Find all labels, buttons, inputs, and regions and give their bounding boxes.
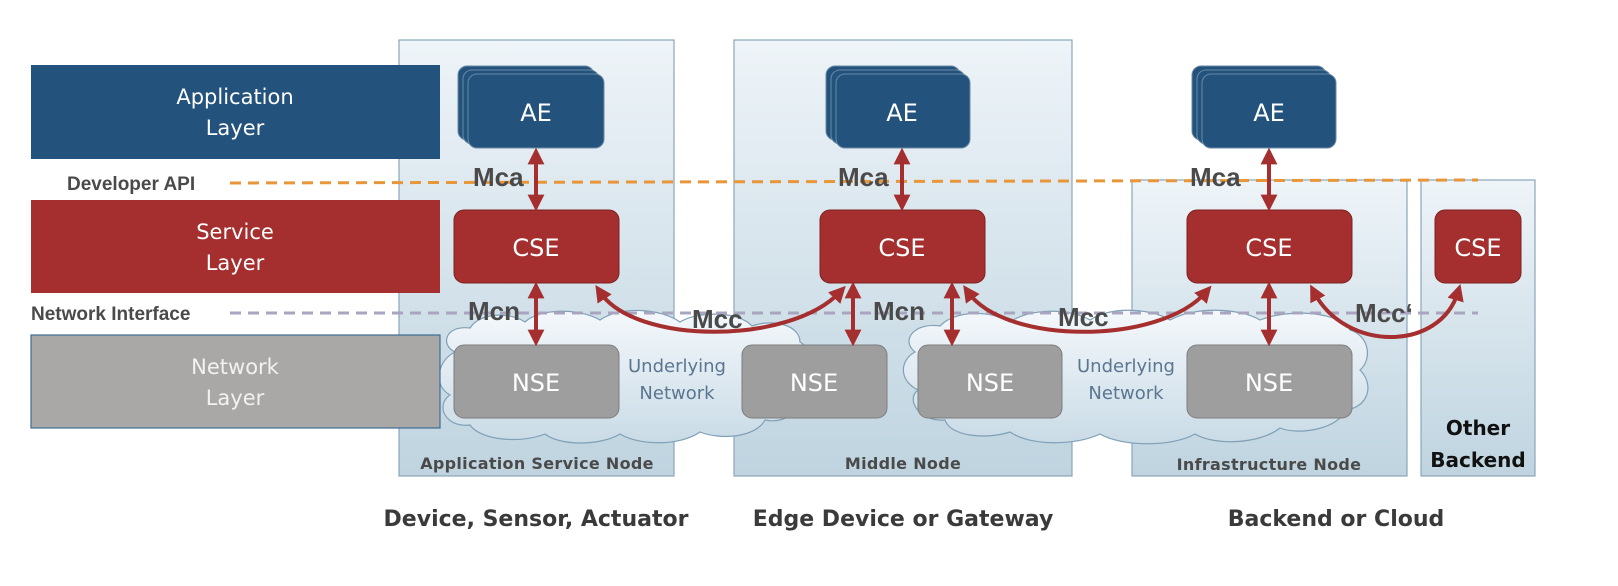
asn-mcn-label: Mcn [468, 296, 520, 326]
asn-mca-label: Mca [473, 162, 524, 192]
underlying-network-left-line2: Network [639, 383, 715, 404]
mcc-right-label: Mcc [1058, 302, 1109, 332]
asn-nse-box: NSE [453, 344, 620, 419]
developer-api-label: Developer API [67, 174, 195, 195]
developer-api-line [229, 178, 1479, 185]
backend-cloud-label: Backend or Cloud [1228, 507, 1445, 532]
asn-ae-label: AE [520, 99, 552, 127]
application-layer-box [31, 65, 440, 159]
middle-mca-label: Mca [838, 162, 889, 192]
other-cse-box: CSE [1434, 209, 1522, 284]
infra-nse-label: NSE [1245, 369, 1293, 397]
middle-nse-right-label: NSE [966, 369, 1014, 397]
infrastructure-node-label: Infrastructure Node [1177, 455, 1362, 474]
network-interface-label: Network Interface [31, 304, 190, 325]
device-sensor-actuator-label: Device, Sensor, Actuator [384, 507, 689, 532]
infra-mca-label: Mca [1190, 162, 1241, 192]
mcc-prime-arrow-infra-to-other [1310, 283, 1464, 339]
underlying-network-right-line2: Network [1088, 383, 1164, 404]
middle-node-label: Middle Node [845, 454, 961, 473]
asn-cse-box: CSE [453, 209, 620, 284]
asn-nse-label: NSE [512, 369, 560, 397]
infra-nse-box: NSE [1186, 344, 1353, 419]
infra-cse-label: CSE [1245, 234, 1292, 262]
network-layer-line1: Network [191, 355, 280, 379]
middle-cse-box: CSE [819, 209, 986, 284]
service-layer-line1: Service [196, 220, 274, 244]
network-layer-box [30, 334, 441, 429]
middle-nse-left-box: NSE [741, 344, 888, 419]
underlying-network-right-line1: Underlying [1077, 356, 1175, 377]
application-layer-line2: Layer [206, 116, 265, 140]
middle-nse-left-label: NSE [790, 369, 838, 397]
mcc-prime-label: Mcc‘ [1355, 298, 1413, 328]
middle-cse-label: CSE [878, 234, 925, 262]
mcc-arrow-middle-to-infra [963, 285, 1212, 334]
underlying-network-left-line1: Underlying [628, 356, 726, 377]
mcc-arrow-asn-to-middle [595, 284, 846, 334]
network-layer-line2: Layer [206, 386, 265, 410]
mcc-left-label: Mcc [692, 304, 743, 334]
infra-ae-stack: AE [1191, 65, 1337, 149]
other-backend-label-line2: Backend [1430, 448, 1525, 472]
infra-cse-box: CSE [1186, 209, 1353, 284]
service-layer-line2: Layer [206, 251, 265, 275]
service-layer-box [31, 200, 440, 293]
middle-ae-stack: AE [825, 65, 971, 149]
other-backend-label-line1: Other [1446, 416, 1510, 440]
other-cse-label: CSE [1454, 234, 1501, 262]
application-service-node-label: Application Service Node [420, 454, 654, 473]
middle-mcn-label: Mcn [873, 296, 925, 326]
asn-ae-stack: AE [457, 65, 605, 149]
asn-cse-label: CSE [512, 234, 559, 262]
middle-nse-right-box: NSE [917, 344, 1063, 419]
middle-ae-label: AE [886, 99, 918, 127]
infra-ae-label: AE [1253, 99, 1285, 127]
edge-device-gateway-label: Edge Device or Gateway [753, 507, 1054, 532]
application-layer-line1: Application [176, 85, 293, 109]
